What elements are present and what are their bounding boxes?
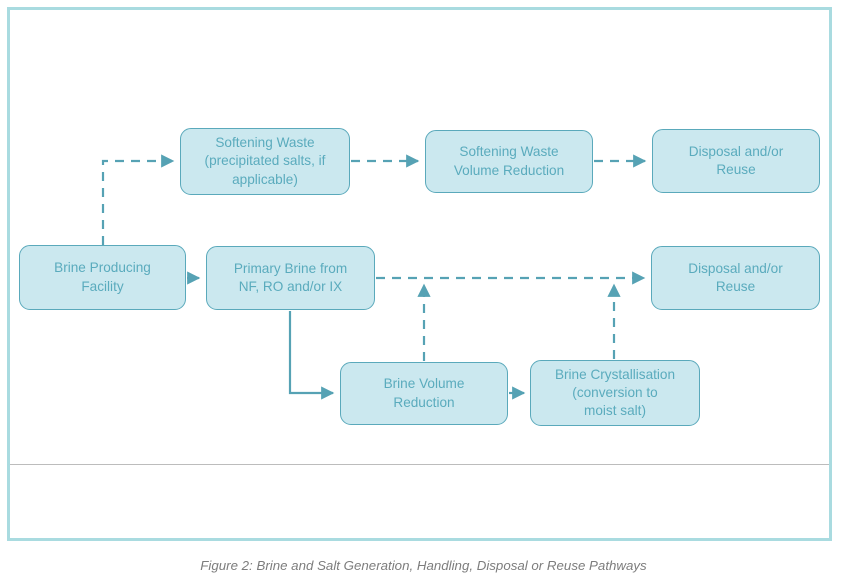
node-disposal-reuse-middle[interactable]: Disposal and/or Reuse	[651, 246, 820, 310]
node-softening-waste-volume-reduction[interactable]: Softening Waste Volume Reduction	[425, 130, 593, 193]
node-brine-volume-reduction[interactable]: Brine Volume Reduction	[340, 362, 508, 425]
figure-caption: Figure 2: Brine and Salt Generation, Han…	[200, 558, 647, 573]
figure-divider	[10, 464, 829, 465]
node-disposal-reuse-top[interactable]: Disposal and/or Reuse	[652, 129, 820, 193]
node-brine-crystallisation[interactable]: Brine Crystallisation (conversion to moi…	[530, 360, 700, 426]
node-softening-waste[interactable]: Softening Waste (precipitated salts, if …	[180, 128, 350, 195]
node-primary-brine[interactable]: Primary Brine from NF, RO and/or IX	[206, 246, 375, 310]
node-brine-producing-facility[interactable]: Brine Producing Facility	[19, 245, 186, 310]
